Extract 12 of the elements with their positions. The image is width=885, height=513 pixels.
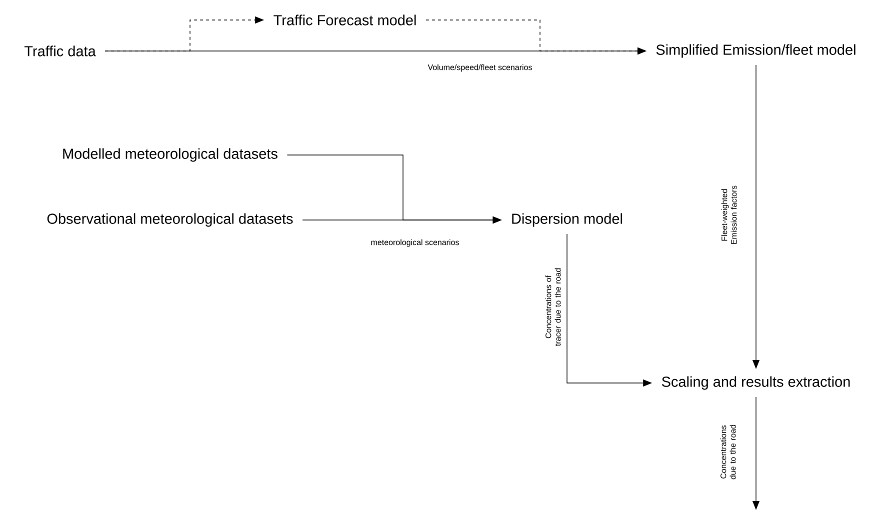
node-text: Modelled meteorological datasets	[63, 148, 278, 162]
node-text: Scaling and results extraction	[662, 376, 850, 390]
edge-label: meteorological scenarios	[371, 239, 459, 247]
edge-label: Volume/speed/fleet scenarios	[428, 64, 532, 72]
edge-label: Concentrations due to the road	[720, 424, 736, 480]
edge-label: Fleet-weighted Emission factors	[721, 186, 737, 244]
node-text: Observational meteorological datasets	[47, 213, 293, 227]
node-text: Simplified Emission/fleet model	[656, 44, 856, 58]
node-text: Traffic Forecast model	[274, 14, 416, 26]
node-text: Dispersion model	[512, 213, 622, 227]
node-text: Traffic data	[24, 46, 96, 56]
edge-label: Concentrations of tracer due to the road	[545, 268, 561, 346]
